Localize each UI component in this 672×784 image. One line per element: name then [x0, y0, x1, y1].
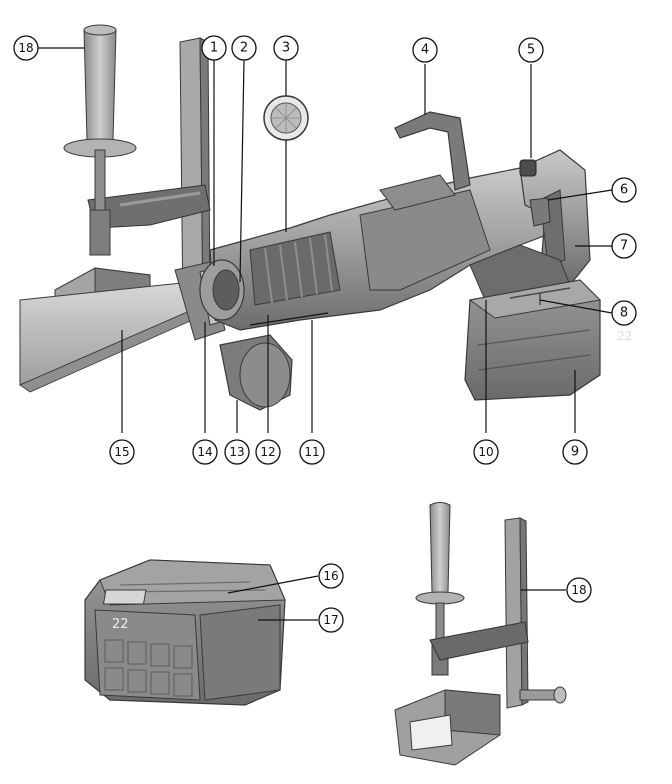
callout-6: 6: [611, 177, 637, 203]
svg-text:15: 15: [114, 445, 129, 459]
svg-text:13: 13: [229, 445, 244, 459]
callout-3: 3: [273, 35, 299, 61]
svg-text:7: 7: [620, 239, 628, 254]
svg-text:2: 2: [240, 41, 248, 56]
clamp-arm: [87, 184, 211, 229]
svg-text:12: 12: [260, 445, 275, 459]
callout-2: 2: [231, 35, 257, 61]
svg-text:16: 16: [323, 569, 338, 583]
svg-text:1: 1: [210, 41, 218, 56]
callout-14: 14: [192, 439, 218, 465]
callout-4: 4: [412, 37, 438, 63]
callout-13: 13: [224, 439, 250, 465]
callout-5: 5: [518, 37, 544, 63]
callout-12: 12: [255, 439, 281, 465]
svg-text:11: 11: [304, 445, 319, 459]
battery-attached: 22: [464, 279, 632, 401]
viewing-window: [263, 95, 309, 141]
svg-text:14: 14: [197, 445, 212, 459]
leader-lines: [38, 47, 613, 621]
svg-text:9: 9: [571, 445, 579, 460]
callout-11: 11: [299, 439, 325, 465]
callout-18-top: 18: [13, 35, 39, 61]
svg-text:17: 17: [323, 613, 338, 627]
svg-text:3: 3: [282, 41, 290, 56]
battery-marking-top: 22: [617, 329, 632, 343]
callout-1: 1: [201, 35, 227, 61]
callout-15: 15: [109, 439, 135, 465]
svg-text:18: 18: [18, 41, 33, 55]
callout-16: 16: [318, 563, 344, 589]
auxiliary-handle-top: [63, 24, 137, 256]
callout-9: 9: [562, 439, 588, 465]
svg-text:10: 10: [478, 445, 493, 459]
clamp-stand: [394, 502, 567, 766]
svg-text:4: 4: [421, 43, 429, 58]
callout-7: 7: [611, 233, 637, 259]
callout-8: 8: [611, 300, 637, 326]
battery-pack: 22: [84, 559, 286, 706]
callout-10: 10: [473, 439, 499, 465]
svg-text:18: 18: [571, 583, 586, 597]
svg-text:8: 8: [620, 306, 628, 321]
callout-17: 17: [318, 607, 344, 633]
callout-18-bottom: 18: [566, 577, 592, 603]
svg-text:6: 6: [620, 183, 628, 198]
svg-text:5: 5: [527, 43, 535, 58]
saw-blade: [19, 279, 216, 393]
battery-marking-side: 22: [112, 617, 129, 632]
